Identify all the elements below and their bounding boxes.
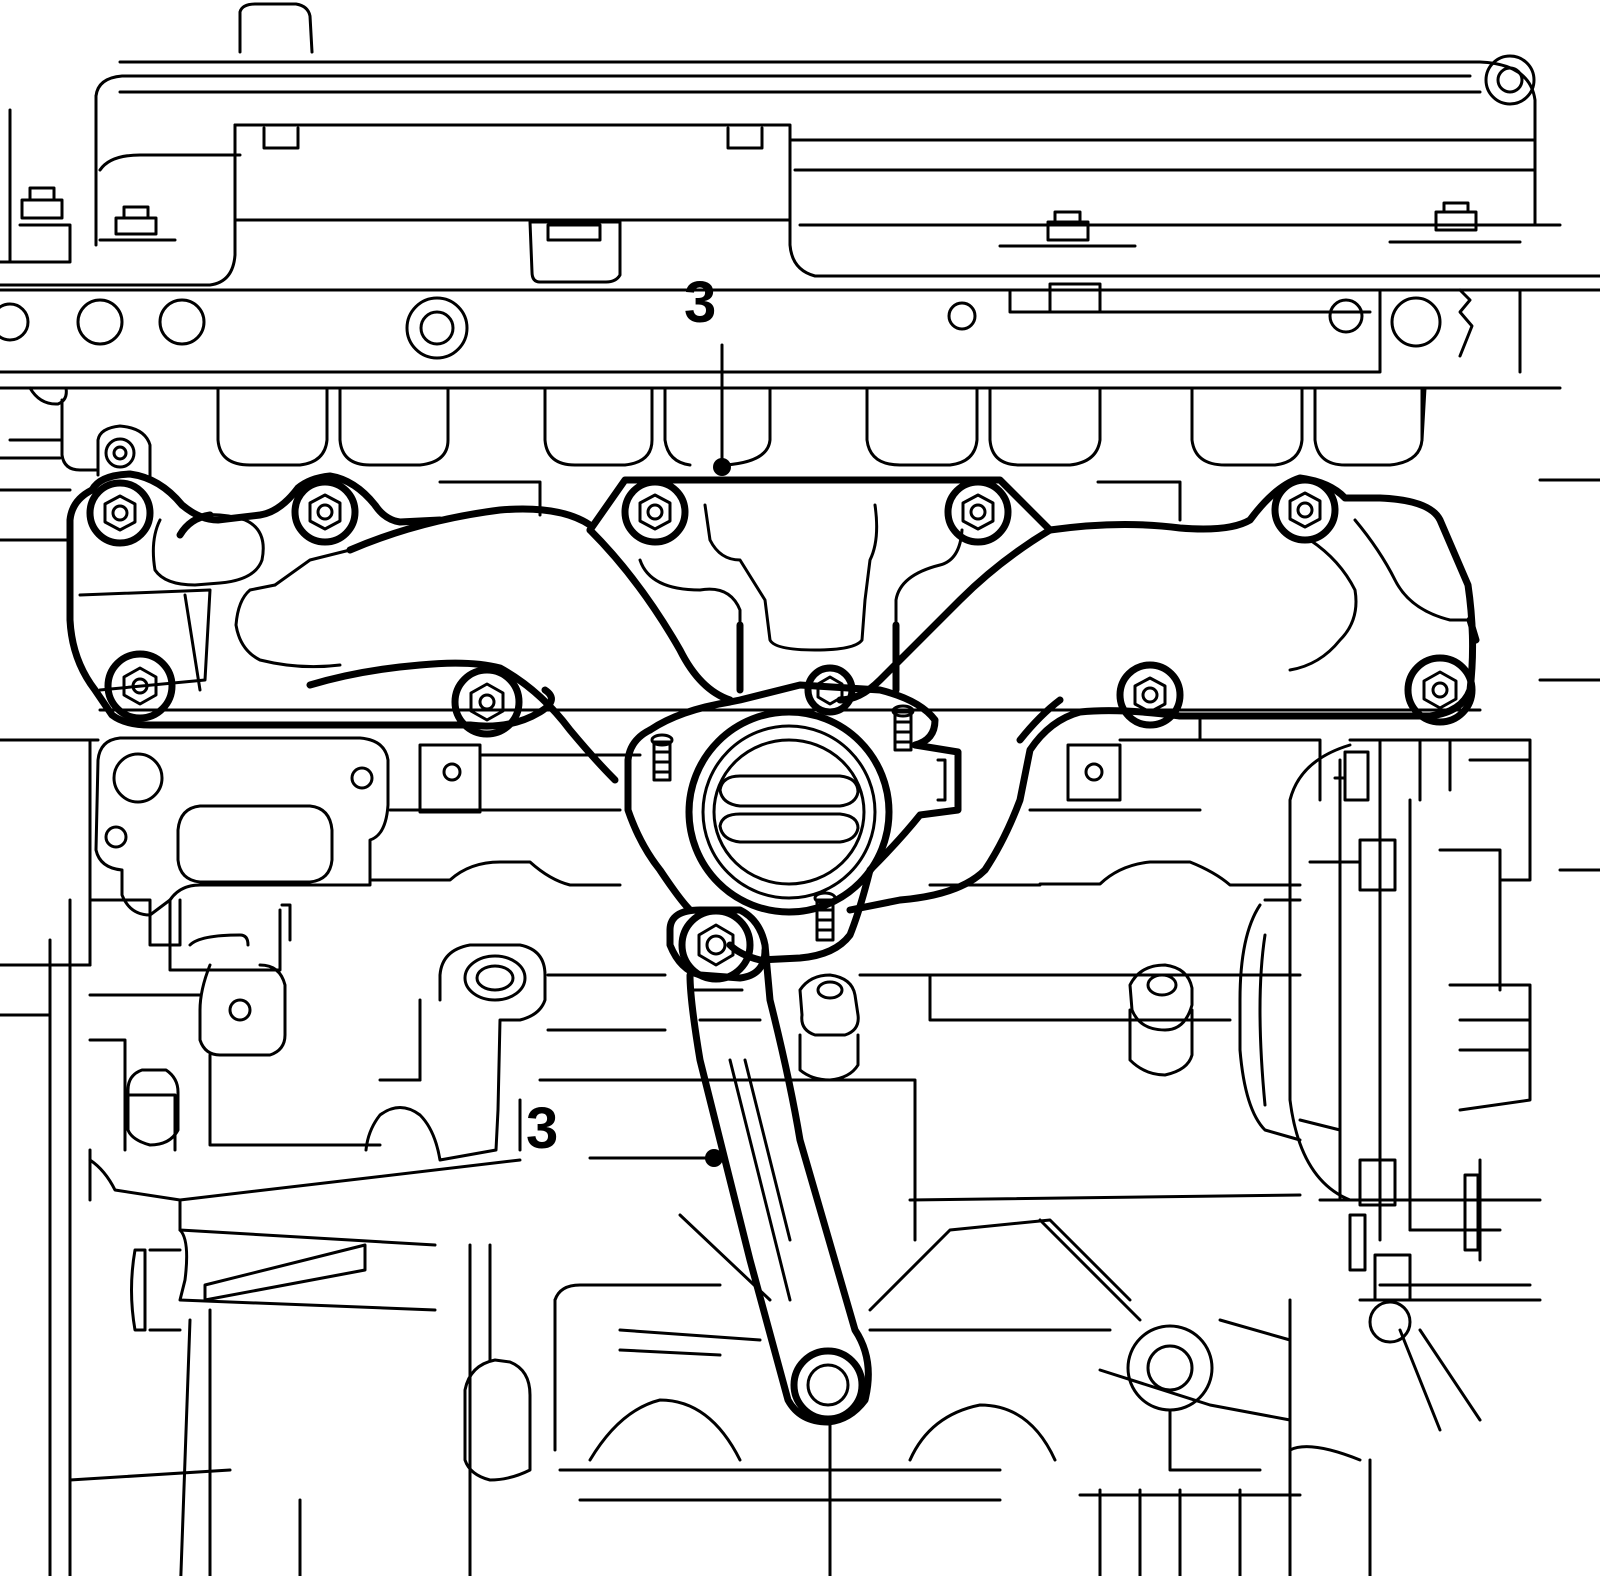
head-ports xyxy=(8,386,1427,472)
engine-block xyxy=(0,456,1600,1576)
manifold-inner-lines xyxy=(78,480,1482,712)
callout-leaders xyxy=(588,343,731,1167)
head-bolts xyxy=(20,186,1522,284)
head-plate xyxy=(0,282,1600,390)
outlet-flange xyxy=(624,681,962,964)
manifold-nuts xyxy=(86,424,1476,738)
callout-label-manifold: 3 xyxy=(684,270,717,335)
valve-cover xyxy=(0,2,1600,287)
support-bracket xyxy=(666,906,872,1426)
callout-label-support-bracket: 3 xyxy=(526,1096,559,1161)
